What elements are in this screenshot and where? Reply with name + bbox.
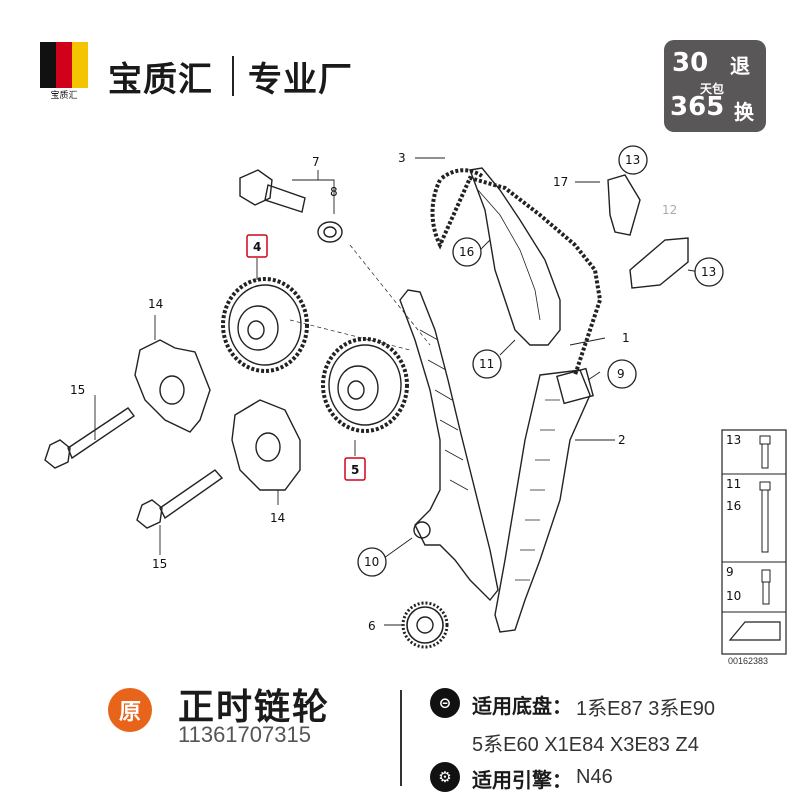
footer-divider (400, 690, 402, 786)
product-name: 正时链轮 (178, 687, 331, 728)
callout-16: 16 (459, 245, 474, 259)
timing-chain (430, 175, 603, 376)
logo-flag-red (56, 42, 72, 88)
intake-cam-sprocket (221, 277, 309, 373)
warranty-badge: 30 退 天包 365 换 (664, 40, 766, 132)
engine-icon: ⚙ (430, 762, 460, 792)
callout-circle-16 (452, 237, 482, 267)
central-bolt (239, 169, 306, 213)
callout-3: 3 (398, 151, 406, 165)
callout-5: 5 (351, 463, 359, 477)
legend-10: 10 (726, 589, 741, 603)
legend-9: 9 (726, 565, 734, 579)
chassis-label: 适用底盘： (472, 694, 572, 718)
badge-exchange-days: 365 (670, 92, 725, 122)
logo-flag-gold (72, 42, 88, 88)
highlight-box-4 (246, 234, 268, 258)
brand-logo: 宝质汇 (40, 42, 88, 101)
callout-15-upper: 15 (70, 383, 85, 397)
legend-16: 16 (726, 499, 741, 513)
badge-return-label: 退 (730, 54, 750, 78)
highlight-box-5 (344, 457, 366, 481)
chain-tensioner (556, 367, 594, 405)
legend-11: 11 (726, 477, 741, 491)
bolt-lower (136, 469, 224, 529)
header-divider (232, 56, 234, 96)
guide-pivot (413, 521, 431, 539)
callout-13-upper: 13 (625, 153, 640, 167)
engine-label: 适用引擎： (472, 768, 572, 792)
callout-circle-10 (357, 547, 387, 577)
pulse-wheel-upper (134, 339, 211, 433)
washer (317, 221, 343, 243)
callout-15-lower: 15 (152, 557, 167, 571)
brand-slogan: 专业厂 (248, 60, 353, 100)
callout-14-upper: 14 (148, 297, 163, 311)
pulse-wheel-lower (231, 399, 301, 491)
bracket-lower (629, 237, 689, 289)
exhaust-cam-sprocket (321, 337, 409, 433)
callout-11: 11 (479, 357, 494, 371)
callout-4: 4 (253, 240, 261, 254)
logo-text: 宝质汇 (50, 89, 77, 101)
callout-circle-13-lower (694, 257, 724, 287)
callout-2: 2 (618, 433, 626, 447)
callout-17: 17 (553, 175, 568, 189)
chassis-value-line2: 5系E60 X1E84 X3E83 Z4 (472, 734, 699, 756)
callout-6: 6 (368, 619, 376, 633)
tensioner-rail (494, 369, 591, 633)
callout-9: 9 (617, 367, 625, 381)
callout-10: 10 (364, 555, 379, 569)
engine-value: N46 (576, 766, 613, 788)
callout-1: 1 (622, 331, 630, 345)
long-guide-rail (399, 289, 499, 602)
diagram-number: 00162383 (728, 656, 768, 666)
upper-chain-guide (469, 167, 561, 346)
part-number: 11361707315 (178, 722, 311, 747)
logo-flag-black (40, 42, 56, 88)
callout-circle-13-upper (618, 145, 648, 175)
badge-exchange-label: 换 (734, 100, 754, 124)
callout-circle-11 (472, 349, 502, 379)
callout-circle-9 (607, 359, 637, 389)
legend-13: 13 (726, 433, 741, 447)
callout-13-lower: 13 (701, 265, 716, 279)
callout-7: 7 (312, 155, 320, 169)
bolt-upper (44, 407, 136, 469)
timing-chain-diagram: 1 2 3 4 5 6 7 8 9 10 11 12 13 13 14 14 1… (44, 145, 787, 666)
badge-return-days: 30 (672, 48, 709, 78)
callout-14-lower: 14 (270, 511, 285, 525)
badge-warranty-label: 天包 (700, 82, 725, 96)
crankshaft-sprocket (401, 601, 449, 649)
bracket-upper (607, 174, 641, 236)
fastener-legend (721, 429, 787, 655)
chassis-value-line1: 1系E87 3系E90 (576, 698, 715, 720)
brand-name: 宝质汇 (108, 60, 213, 100)
callout-8: 8 (330, 185, 338, 199)
chassis-icon: ⊝ (430, 688, 460, 718)
origin-badge: 原 (108, 688, 152, 732)
callout-12: 12 (662, 203, 677, 217)
